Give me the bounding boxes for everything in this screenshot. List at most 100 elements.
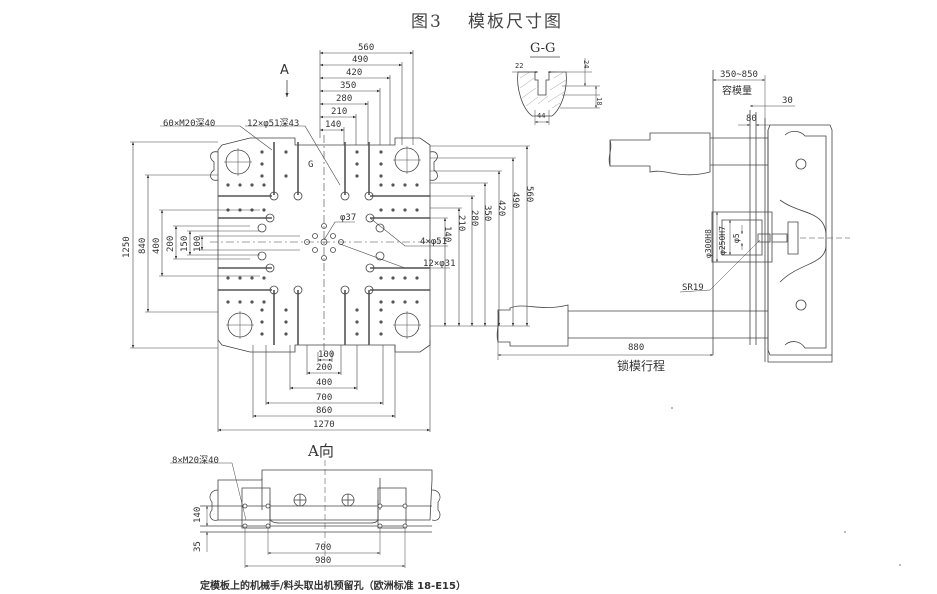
tapped-hole-dot [260, 332, 264, 336]
tapped-hole-dot [226, 276, 230, 280]
side-view [497, 70, 850, 362]
ear-tl [211, 152, 218, 181]
tapped-hole-dot [391, 276, 395, 280]
tapped-hole-dot [262, 208, 266, 212]
tapped-hole-dot [250, 300, 254, 304]
dim-bottom-860: 860 [316, 406, 333, 416]
dim-top-420: 420 [346, 68, 363, 78]
section-gg-title: G-G [530, 41, 556, 56]
view-a [170, 460, 440, 568]
mold-height-label: 容模量 [722, 86, 752, 97]
view-a-title: A向 [308, 442, 334, 460]
tapped-hole-dot [226, 300, 230, 304]
dim-bottom-100: 100 [318, 350, 335, 360]
dim-phi300: φ300H8 [704, 229, 713, 258]
bottom-dimensions [218, 340, 430, 432]
tapped-hole-dot [379, 300, 383, 304]
top-dimensions [320, 50, 413, 145]
leader-12xphi31 [340, 244, 450, 268]
dim-left-100: 100 [193, 235, 203, 252]
dim-right-280: 280 [469, 210, 479, 227]
dim-left-840: 840 [138, 237, 148, 254]
ear-tr [430, 152, 437, 181]
page-title: 模板尺寸图 [468, 12, 563, 32]
tapped-hole-dot [260, 162, 264, 166]
leader-4xphi51 [370, 218, 448, 246]
dim-phi250: φ250H7 [718, 226, 727, 255]
tapped-hole-dot [379, 208, 383, 212]
tapped-hole-dot [262, 183, 266, 187]
dim-right-560: 560 [524, 186, 534, 203]
tapped-hole-dot [260, 150, 264, 154]
callout-twelve-holes: 12×φ31 [423, 259, 456, 269]
callout-center-hole: φ37 [340, 213, 357, 223]
tapped-hole-dot [355, 308, 359, 312]
view-a-marker: A [280, 63, 289, 78]
dim-top-350: 350 [340, 81, 357, 91]
dim-left-150: 150 [180, 235, 190, 252]
tapped-hole-dot [226, 183, 230, 187]
tapped-hole-dot [379, 162, 383, 166]
tapped-hole-dot [355, 332, 359, 336]
tapped-hole-dot [284, 150, 288, 154]
dim-gg-24: 24 [582, 60, 590, 69]
dim-bottom-200: 200 [316, 363, 333, 373]
tapped-hole-dot [284, 320, 288, 324]
tapped-hole-dot [379, 183, 383, 187]
dim-left-200: 200 [166, 235, 176, 252]
dim-top-140: 140 [325, 120, 342, 130]
dim-left-1250: 1250 [122, 236, 132, 258]
left-dimensions [130, 142, 300, 348]
tapped-hole-dot [391, 208, 395, 212]
dim-gg-22: 22 [515, 62, 524, 70]
tapped-hole-dot [403, 183, 407, 187]
dim-right-420: 420 [496, 200, 506, 217]
tapped-hole-dot [391, 183, 395, 187]
callout-ejector-holes: 12×φ51深43 [247, 119, 300, 129]
tapped-hole-dot [379, 332, 383, 336]
tapped-hole-dot [238, 276, 242, 280]
dim-a-140: 140 [193, 506, 203, 523]
tapped-hole-dot [284, 174, 288, 178]
tapped-hole-dot [379, 308, 383, 312]
tapped-hole-dot [391, 300, 395, 304]
tapped-hole-dot [415, 300, 419, 304]
dim-bottom-1270: 1270 [313, 420, 335, 430]
callout-tapped-holes: 60×M20深40 [163, 119, 216, 129]
stroke-label: 锁模行程 [617, 359, 666, 373]
tapped-hole-dot [403, 276, 407, 280]
tapped-hole-dot [355, 162, 359, 166]
tapped-hole-dot [379, 150, 383, 154]
leader-12xphi51 [245, 126, 340, 185]
dim-top-490: 490 [352, 55, 369, 65]
tapped-hole-dot [403, 300, 407, 304]
tapped-hole-dot [284, 308, 288, 312]
dim-bottom-700: 700 [316, 393, 333, 403]
tapped-hole-dot [284, 332, 288, 336]
dim-top-280: 280 [336, 94, 353, 104]
view-a-callout: 8×M20深40 [172, 456, 219, 466]
dim-top-560: 560 [358, 43, 375, 53]
tapped-hole-dot [355, 150, 359, 154]
dim-a-700: 700 [315, 543, 332, 553]
leader-phi37 [324, 222, 355, 240]
dim-a-980: 980 [315, 556, 332, 566]
tapped-hole-dot [260, 174, 264, 178]
section-gg [512, 57, 600, 125]
sphere-radius: SR19 [682, 283, 704, 293]
plate-outline [218, 138, 430, 352]
dim-right-140: 140 [442, 226, 452, 243]
tapped-hole-dot [415, 183, 419, 187]
tapped-hole-dot [379, 276, 383, 280]
dim-gg-18: 18 [595, 97, 603, 106]
dim-30: 30 [782, 96, 793, 106]
tapped-hole-dot [355, 320, 359, 324]
dim-bottom-400: 400 [316, 378, 333, 388]
tapped-hole-dot [260, 308, 264, 312]
stroke-value: 880 [628, 343, 645, 353]
tapped-hole-dot [238, 183, 242, 187]
dim-left-400: 400 [152, 237, 162, 254]
tapped-hole-dot [379, 174, 383, 178]
noise [671, 407, 901, 566]
tapped-hole-dot [262, 276, 266, 280]
